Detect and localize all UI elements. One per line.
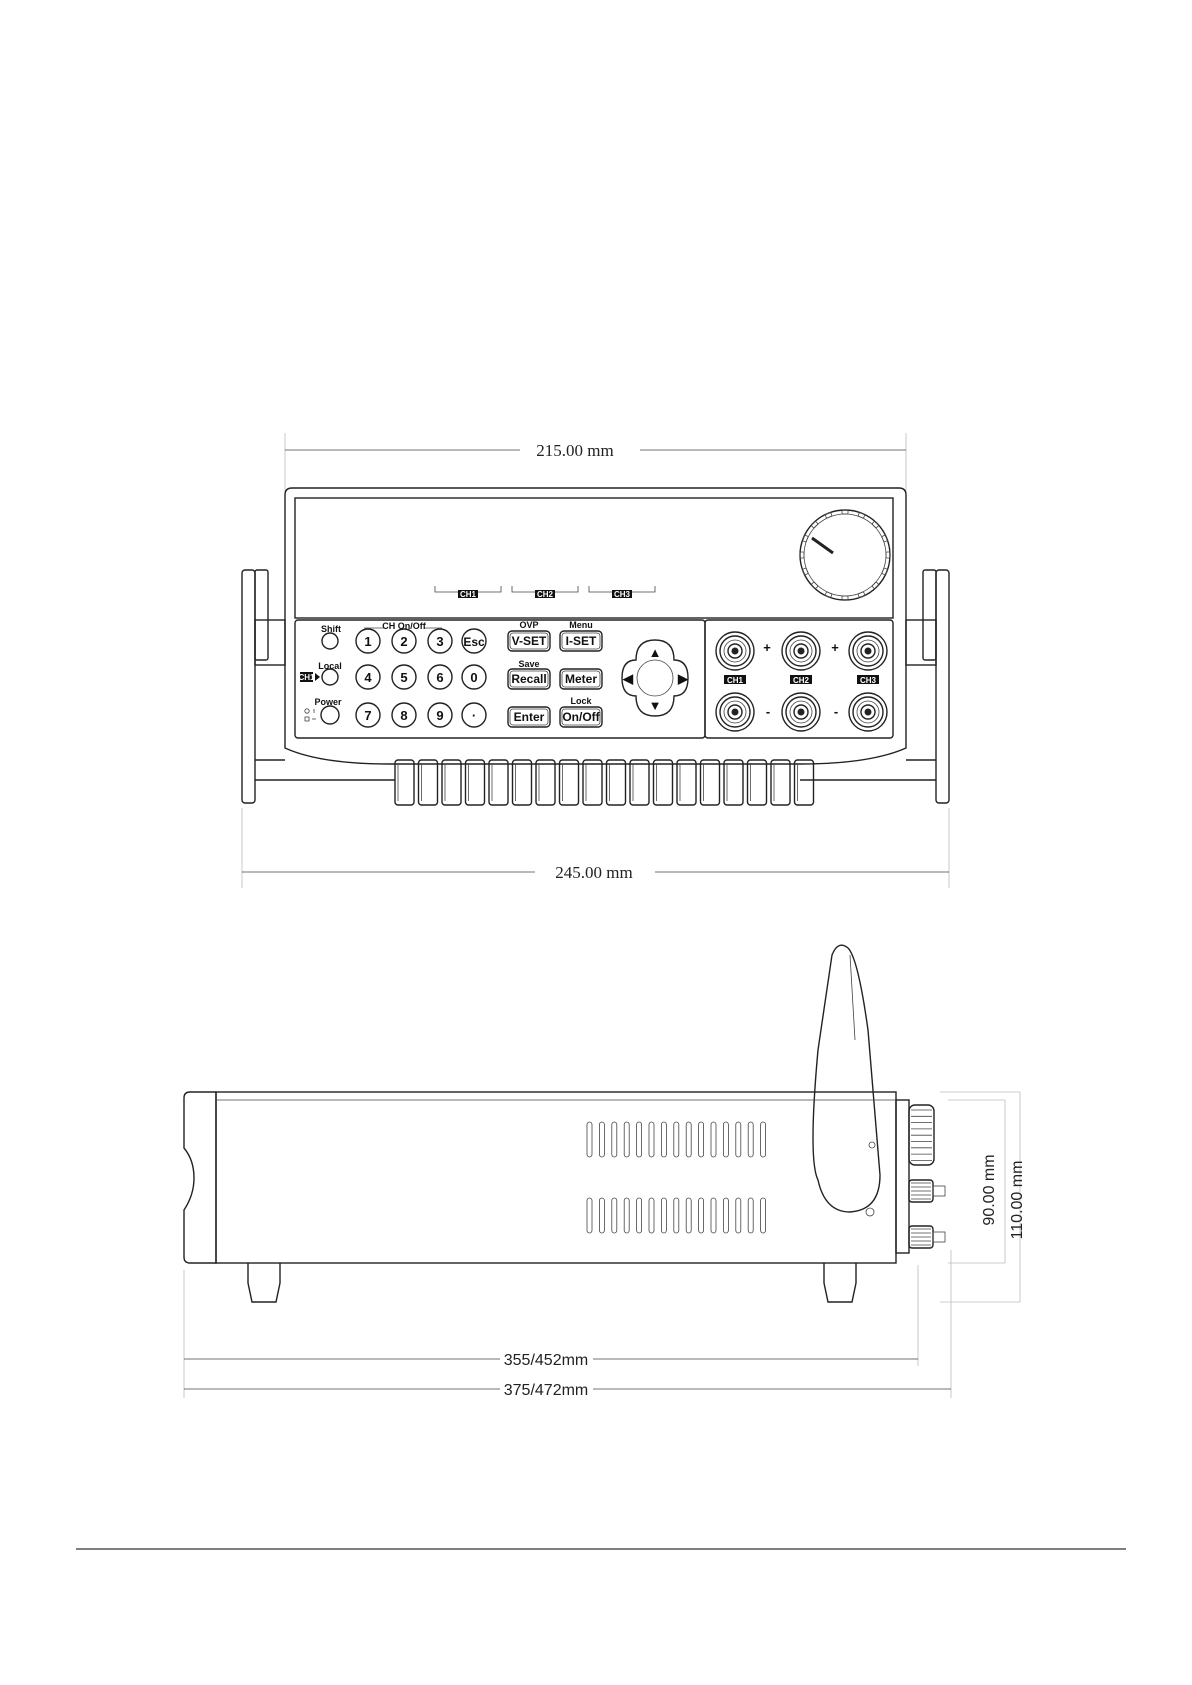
key-label: 5	[400, 670, 407, 685]
side-foot-right	[824, 1263, 856, 1302]
side-vents	[587, 1122, 766, 1233]
display-channel-label: CH1	[460, 590, 477, 599]
dimension-215: 215.00 mm	[285, 433, 906, 492]
key-label: ·	[472, 708, 476, 723]
positive-terminal-ch3	[849, 632, 887, 670]
save-label: Save	[518, 659, 539, 669]
terminal-plus-1: +	[763, 640, 771, 655]
enter-label: Enter	[514, 710, 545, 724]
key-esc[interactable]: Esc	[462, 629, 486, 653]
shift-button[interactable]	[322, 633, 338, 649]
key-6[interactable]: 6	[428, 665, 452, 689]
key-7[interactable]: 7	[356, 703, 380, 727]
depth-dimensions: 355/452mm 375/472mm	[184, 1250, 951, 1399]
display-channel-label: CH3	[614, 590, 631, 599]
power-switch[interactable]	[321, 706, 339, 724]
side-foot-left	[248, 1263, 280, 1302]
handle-left	[242, 570, 285, 803]
depth-355-label: 355/452mm	[504, 1352, 589, 1369]
key-label: 1	[364, 634, 371, 649]
key-5[interactable]: 5	[392, 665, 416, 689]
arrow-pad: ▲ ▼ ◀ ▶	[622, 640, 689, 716]
terminal-minus-1: -	[766, 704, 770, 719]
arrow-up-icon[interactable]: ▲	[649, 645, 662, 660]
side-handle	[813, 945, 880, 1212]
negative-terminal-ch1	[716, 693, 754, 731]
local-button[interactable]	[322, 669, 338, 685]
key-label: 2	[400, 634, 407, 649]
ovp-label: OVP	[519, 620, 538, 630]
handle-right	[906, 570, 949, 803]
positive-terminal-ch1	[716, 632, 754, 670]
key-label: 7	[364, 708, 371, 723]
side-body	[184, 1092, 216, 1263]
meter-label: Meter	[565, 672, 597, 686]
menu-label: Menu	[569, 620, 593, 630]
terminal-label: CH2	[793, 676, 810, 685]
key-label: 4	[364, 670, 372, 685]
height-90-label: 90.00 mm	[981, 1154, 998, 1225]
key-label: 3	[436, 634, 443, 649]
key-label: 6	[436, 670, 443, 685]
depth-375-label: 375/472mm	[504, 1382, 589, 1399]
arrow-right-icon[interactable]: ▶	[677, 671, 689, 686]
key-label: 8	[400, 708, 407, 723]
key-label: Esc	[463, 635, 485, 649]
key-label: 0	[470, 670, 477, 685]
negative-terminal-ch2	[782, 693, 820, 731]
lock-label: Lock	[570, 696, 592, 706]
arrow-left-icon[interactable]: ◀	[622, 671, 634, 686]
terminal-label: CH1	[727, 676, 744, 685]
arrow-down-icon[interactable]: ▼	[649, 698, 662, 713]
negative-terminal-ch3	[849, 693, 887, 731]
key-dot[interactable]: ·	[462, 703, 486, 727]
i-set-label: I-SET	[566, 634, 597, 648]
output-terminals: CH1 CH2 CH3	[716, 632, 887, 731]
side-view: 90.00 mm 110.00 mm 355/452mm 375/472mm	[184, 945, 1026, 1399]
key-3[interactable]: 3	[428, 629, 452, 653]
key-4[interactable]: 4	[356, 665, 380, 689]
key-0[interactable]: 0	[462, 665, 486, 689]
dimension-245: 245.00 mm	[242, 808, 949, 888]
function-keys: OVP Menu Save Lock V-SET I-SET Recall Me…	[508, 620, 602, 727]
key-1[interactable]: 1	[356, 629, 380, 653]
key-8[interactable]: 8	[392, 703, 416, 727]
number-keypad: 1 2 3 Esc 4 5 6 0 7 8 9 ·	[356, 629, 486, 727]
height-110-label: 110.00 mm	[1009, 1161, 1026, 1240]
terminal-minus-2: -	[834, 704, 838, 719]
v-set-label: V-SET	[512, 634, 547, 648]
terminal-label: CH3	[860, 676, 877, 685]
recall-label: Recall	[511, 672, 546, 686]
key-label: 9	[436, 708, 443, 723]
display-channel-label: CH2	[537, 590, 554, 599]
terminal-plus-2: +	[831, 640, 839, 655]
height-dimensions: 90.00 mm 110.00 mm	[940, 1092, 1026, 1302]
on-off-label: On/Off	[562, 710, 600, 724]
dimension-245-label: 245.00 mm	[555, 863, 632, 882]
display-channel-markers: CH1 CH2 CH3	[435, 586, 655, 599]
bottom-feet-fins	[395, 760, 814, 805]
positive-terminal-ch2	[782, 632, 820, 670]
dimension-215-label: 215.00 mm	[536, 441, 613, 460]
key-9[interactable]: 9	[428, 703, 452, 727]
key-2[interactable]: 2	[392, 629, 416, 653]
rotary-knob	[800, 510, 890, 600]
ch-indicator-label: CH1	[298, 673, 315, 682]
